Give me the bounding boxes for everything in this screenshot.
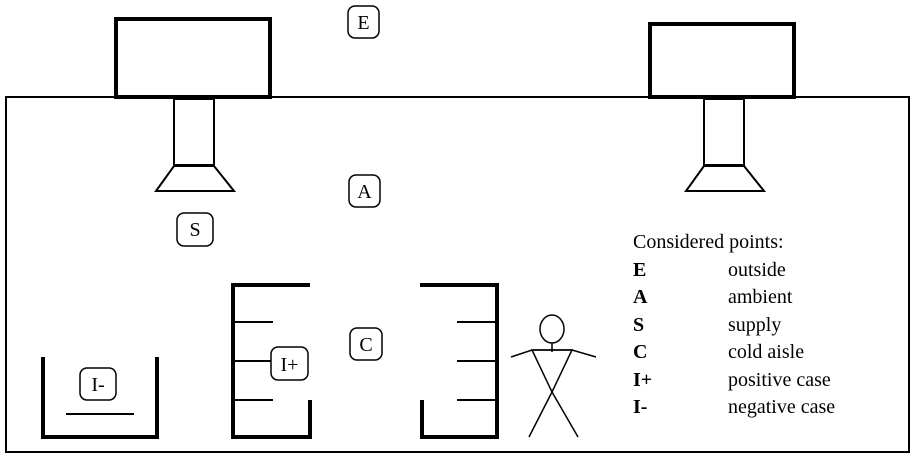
duct-left xyxy=(173,98,215,166)
negative-case: I- xyxy=(41,357,159,439)
legend-key: E xyxy=(633,259,646,281)
person-arms xyxy=(510,349,597,358)
person-right-leg xyxy=(551,391,579,438)
legend-desc: ambient xyxy=(728,286,793,308)
legend-key: S xyxy=(633,314,644,336)
positive-case-left: I+ xyxy=(231,283,312,439)
person-figure xyxy=(510,314,597,438)
legend-desc: supply xyxy=(728,314,781,336)
point-s: S xyxy=(176,212,214,247)
person-left-leg xyxy=(528,391,553,438)
point-i-plus-label: I+ xyxy=(281,354,299,376)
positive-case-right xyxy=(420,283,499,439)
hvac-box-right xyxy=(648,22,796,99)
person-head xyxy=(539,314,565,344)
point-a: A xyxy=(348,174,381,208)
legend-title: Considered points: xyxy=(633,231,784,253)
positive-case-right-body xyxy=(420,283,499,439)
point-e: E xyxy=(347,5,380,39)
rooftop-unit-left xyxy=(114,17,272,192)
point-i-minus-label: I- xyxy=(91,374,104,396)
point-s-label: S xyxy=(189,219,200,241)
legend-desc: cold aisle xyxy=(728,341,804,363)
point-a-label: A xyxy=(357,181,372,203)
legend-key: C xyxy=(633,341,647,363)
negative-case-body xyxy=(41,357,159,439)
rooftop-unit-right xyxy=(648,22,796,192)
point-c: C xyxy=(349,327,383,361)
legend: Considered points: E outside A ambient S… xyxy=(633,231,835,418)
legend-key: I+ xyxy=(633,369,652,391)
legend-desc: positive case xyxy=(728,369,831,391)
point-e-label: E xyxy=(357,12,369,34)
person-torso xyxy=(530,349,574,394)
legend-key: A xyxy=(633,286,648,308)
diffuser-right xyxy=(684,165,767,192)
duct-right xyxy=(703,98,745,166)
diffuser-left xyxy=(154,165,237,192)
point-c-label: C xyxy=(359,334,372,356)
store-outline xyxy=(5,96,910,453)
hvac-box-left xyxy=(114,17,272,99)
legend-desc: outside xyxy=(728,259,786,281)
legend-key: I- xyxy=(633,396,647,418)
positive-case-left-body xyxy=(231,283,312,439)
legend-desc: negative case xyxy=(728,396,835,418)
